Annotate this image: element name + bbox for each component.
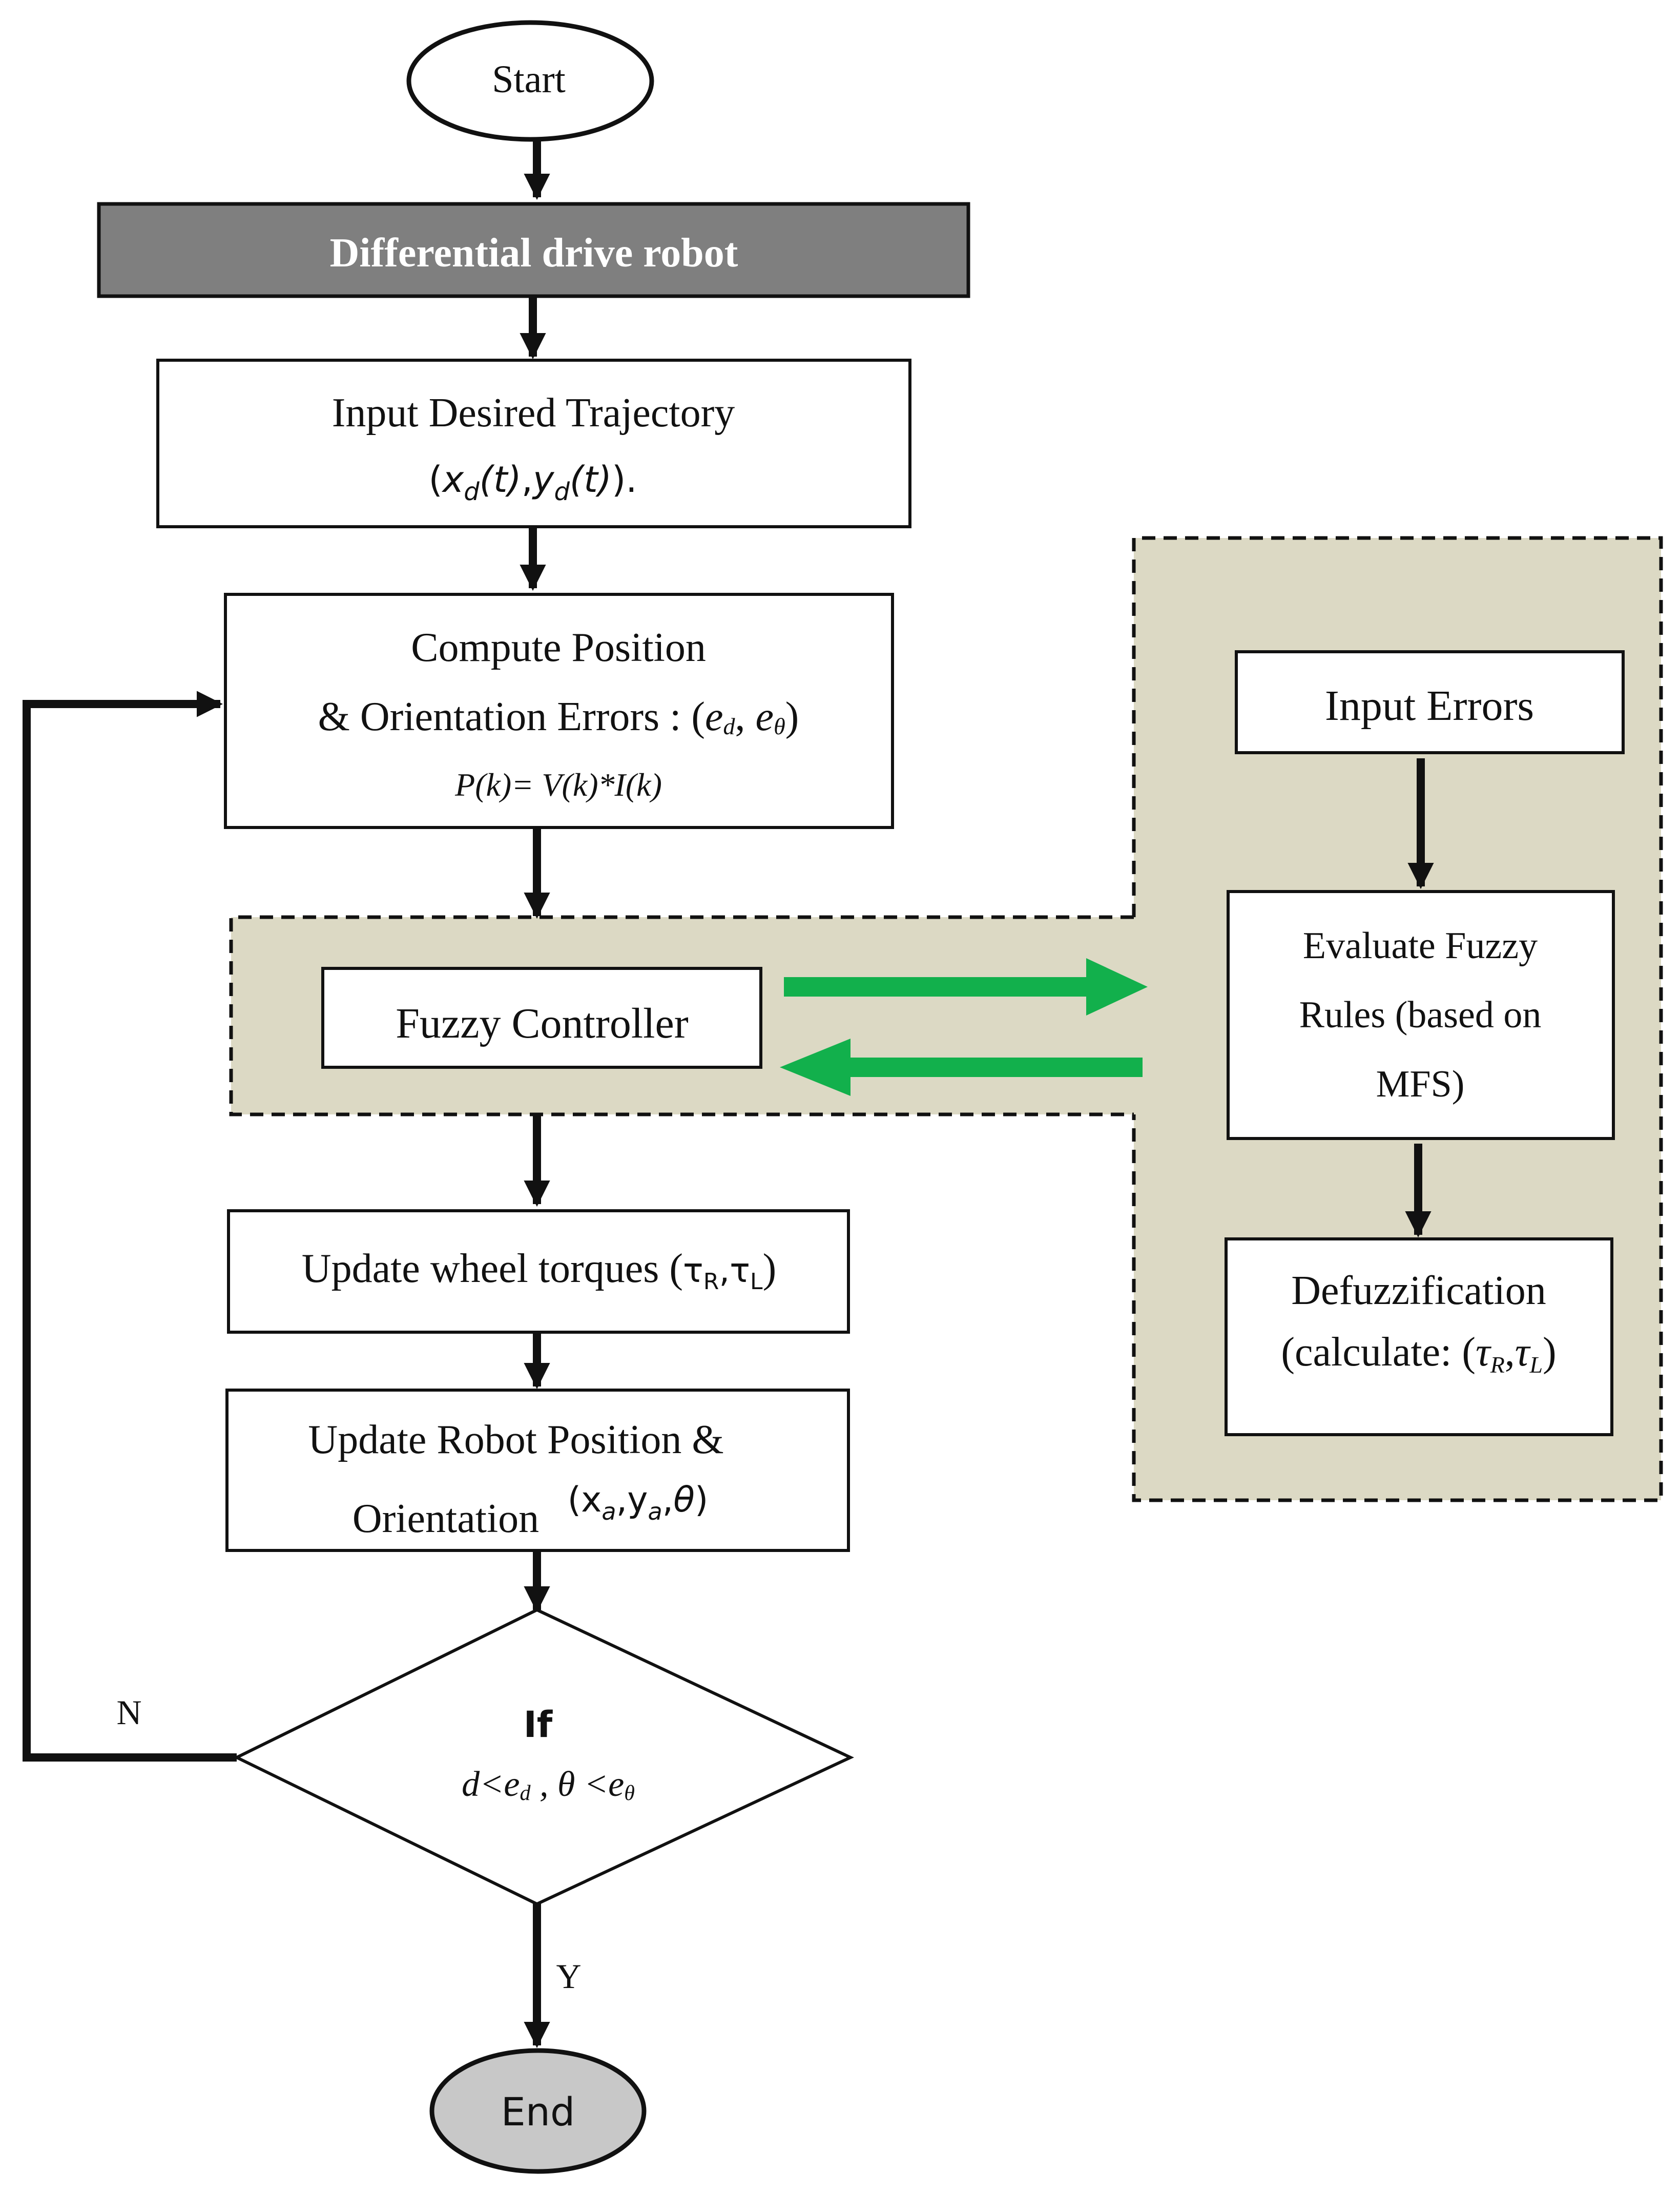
green-arrow-left-head bbox=[780, 1039, 851, 1096]
start-label: Start bbox=[492, 58, 566, 101]
evaluate-line-1: Evaluate Fuzzy bbox=[1303, 925, 1538, 967]
compute-errors: & Orientation Errors : (ed, eθ) bbox=[318, 694, 799, 739]
defuzz-node: Defuzzification (calculate: (τR,τL) bbox=[1225, 1237, 1613, 1436]
torques-label: Update wheel torques (τR,τL) bbox=[302, 1246, 776, 1295]
fuzzy-label: Fuzzy Controller bbox=[396, 1000, 689, 1047]
position-title: Update Robot Position & bbox=[308, 1417, 723, 1462]
robot-label: Differential drive robot bbox=[330, 231, 738, 276]
input-errors-node: Input Errors bbox=[1235, 650, 1625, 754]
side-panel-border bbox=[1132, 536, 1663, 1502]
start-node: Start bbox=[406, 20, 654, 142]
loop-back-line bbox=[23, 691, 237, 1762]
evaluate-line-2: Rules (based on bbox=[1299, 994, 1542, 1036]
defuzz-formula: (calculate: (τR,τL) bbox=[1281, 1330, 1556, 1378]
decision-if: If bbox=[524, 1704, 553, 1746]
green-arrow-left-shaft bbox=[840, 1058, 1143, 1077]
compute-title: Compute Position bbox=[411, 625, 706, 670]
evaluate-node: Evaluate Fuzzy Rules (based on MFS) bbox=[1227, 890, 1615, 1140]
position-formula: (xa,ya,θ) bbox=[568, 1480, 709, 1525]
decision-condition: d<ed , θ <eθ bbox=[462, 1765, 635, 1805]
green-arrow-right-head bbox=[1086, 958, 1148, 1016]
compute-node: Compute Position & Orientation Errors : … bbox=[224, 593, 894, 829]
green-exchange-arrows bbox=[780, 958, 1148, 1096]
end-node: End bbox=[429, 2048, 647, 2174]
end-label: End bbox=[501, 2089, 575, 2135]
compute-power-formula: P(k)= V(k)*I(k) bbox=[454, 767, 662, 803]
defuzz-title: Defuzzification bbox=[1291, 1268, 1546, 1313]
no-branch-label: N bbox=[116, 1693, 141, 1732]
evaluate-line-3: MFS) bbox=[1376, 1063, 1465, 1105]
trajectory-title: Input Desired Trajectory bbox=[332, 390, 735, 436]
robot-node: Differential drive robot bbox=[97, 202, 970, 298]
position-node: Update Robot Position & Orientation (xa,… bbox=[225, 1389, 850, 1552]
green-arrow-right-shaft bbox=[784, 977, 1096, 997]
connectors bbox=[23, 141, 1434, 2048]
position-orientation: Orientation bbox=[352, 1496, 539, 1541]
fuzzy-node: Fuzzy Controller bbox=[321, 967, 762, 1069]
trajectory-formula: (xd(t),yd(t)). bbox=[428, 459, 637, 506]
trajectory-node: Input Desired Trajectory (xd(t),yd(t)). bbox=[156, 359, 911, 528]
decision-node: If d<ed , θ <eθ bbox=[233, 1608, 855, 1906]
yes-branch-label: Y bbox=[556, 1957, 581, 1996]
input-errors-label: Input Errors bbox=[1325, 682, 1534, 730]
torques-node: Update wheel torques (τR,τL) bbox=[227, 1209, 850, 1334]
fuzzy-panel-border bbox=[229, 915, 1134, 1116]
